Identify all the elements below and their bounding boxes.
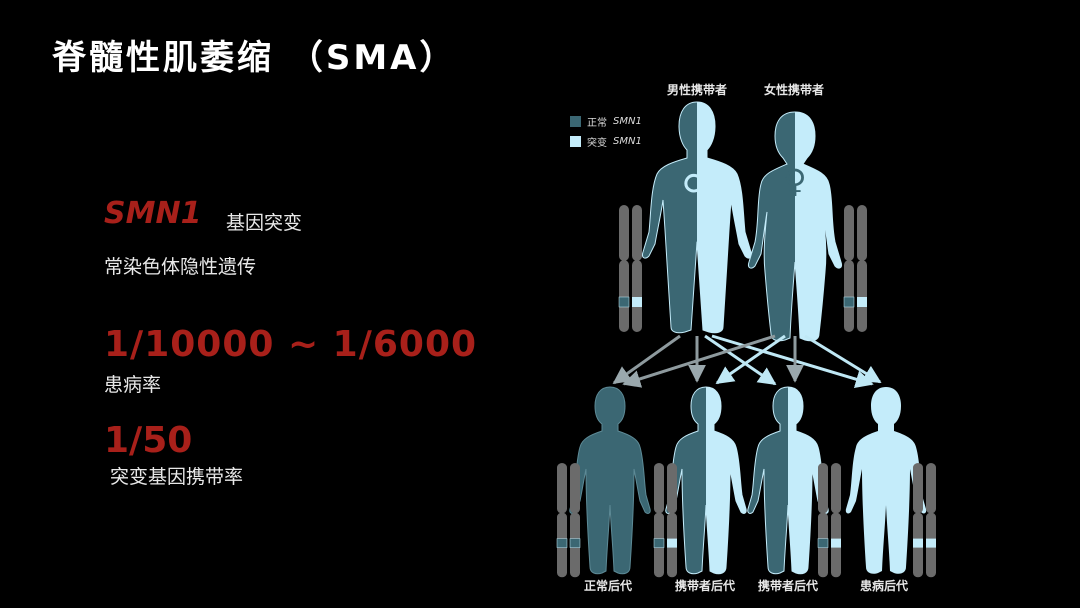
slide-title: 脊髓性肌萎缩 （SMA） bbox=[52, 38, 457, 78]
legend-label: 正常 bbox=[587, 118, 607, 129]
legend-label: 突变 bbox=[587, 138, 607, 149]
offspring-carrier-2-chromosomes bbox=[817, 463, 841, 578]
mutant-swatch bbox=[570, 136, 581, 147]
legend: 正常 SMN1 突变 SMN1 bbox=[570, 114, 642, 149]
carrier-rate-label: 突变基因携带率 bbox=[110, 466, 244, 488]
gene-name: SMN1 bbox=[104, 196, 202, 231]
carrier-rate-value: 1/50 bbox=[104, 420, 193, 461]
offspring-carrier-1-chromosomes bbox=[653, 463, 677, 578]
offspring-carrier-figure-2 bbox=[747, 386, 829, 575]
incidence-label: 患病率 bbox=[104, 374, 162, 396]
offspring-normal-chromosomes bbox=[556, 463, 581, 578]
offspring-label-normal: 正常后代 bbox=[584, 579, 633, 593]
female-symbol-icon: ♀ bbox=[783, 162, 806, 200]
legend-item-normal: 正常 SMN1 bbox=[570, 114, 642, 129]
female-carrier-label: 女性携带者 bbox=[764, 83, 825, 97]
gene-mutation-label: 基因突变 bbox=[226, 212, 303, 234]
male-carrier-figure: ♂ bbox=[641, 101, 753, 334]
male-chromosome-pair bbox=[618, 205, 642, 332]
incidence-value: 1/10000 ~ 1/6000 bbox=[104, 324, 478, 365]
inheritance-pattern: 常染色体隐性遗传 bbox=[104, 256, 257, 278]
male-symbol-icon: ♂ bbox=[682, 161, 712, 201]
legend-item-mutant: 突变 SMN1 bbox=[570, 134, 642, 149]
inheritance-arrows bbox=[612, 334, 882, 388]
female-chromosome-pair bbox=[843, 205, 867, 332]
female-carrier-figure: ♀ bbox=[747, 111, 843, 342]
legend-gene: SMN1 bbox=[613, 136, 642, 147]
offspring-affected-chromosomes bbox=[913, 463, 936, 578]
normal-swatch bbox=[570, 116, 581, 127]
legend-gene: SMN1 bbox=[613, 116, 642, 127]
offspring-label-carrier-1: 携带者后代 bbox=[675, 579, 736, 593]
male-carrier-label: 男性携带者 bbox=[667, 83, 728, 97]
offspring-label-carrier-2: 携带者后代 bbox=[758, 579, 819, 593]
offspring-carrier-figure-1 bbox=[665, 386, 747, 575]
offspring-normal-figure bbox=[569, 386, 651, 575]
offspring-label-affected: 患病后代 bbox=[860, 579, 909, 593]
